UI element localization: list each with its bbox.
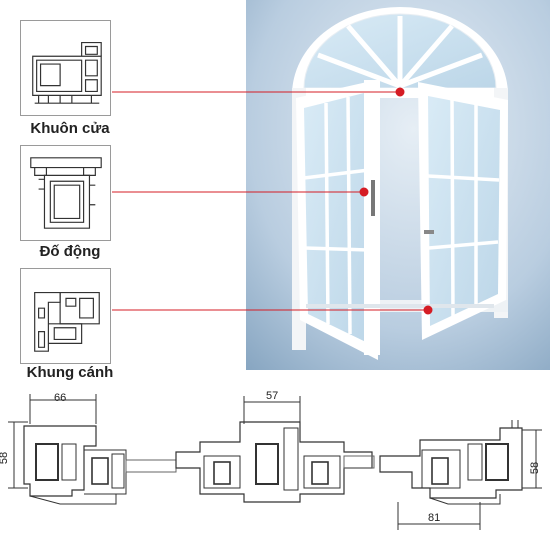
- mullion-profile-drawing: [30, 157, 102, 229]
- cross-section-svg: [8, 394, 542, 530]
- sash-profile-thumbnail: [20, 268, 111, 364]
- left-sash-bars: [303, 96, 370, 335]
- frame-label: Khuôn cửa: [30, 120, 110, 137]
- left-width-dimension: 66: [54, 392, 67, 404]
- center-width-dimension: 57: [266, 390, 279, 402]
- frame-profile-drawing: [32, 41, 102, 104]
- window-illustration: [246, 0, 550, 370]
- right-width-dimension: 81: [428, 512, 441, 524]
- frame-profile-thumbnail: [20, 20, 111, 116]
- mullion-profile-thumbnail: [20, 145, 111, 241]
- window-photo: [246, 0, 550, 370]
- right-sash-bars: [427, 99, 500, 317]
- sash-label: Khung cánh: [26, 364, 114, 381]
- cross-section-drawing: [0, 384, 550, 534]
- right-height-dimension: 58: [529, 461, 542, 475]
- arch-bars: [317, 16, 483, 89]
- left-height-dimension: 58: [0, 451, 11, 465]
- sash-profile-drawing: [34, 291, 100, 352]
- mullion-label: Đố động: [39, 243, 101, 260]
- mullion: [364, 80, 380, 355]
